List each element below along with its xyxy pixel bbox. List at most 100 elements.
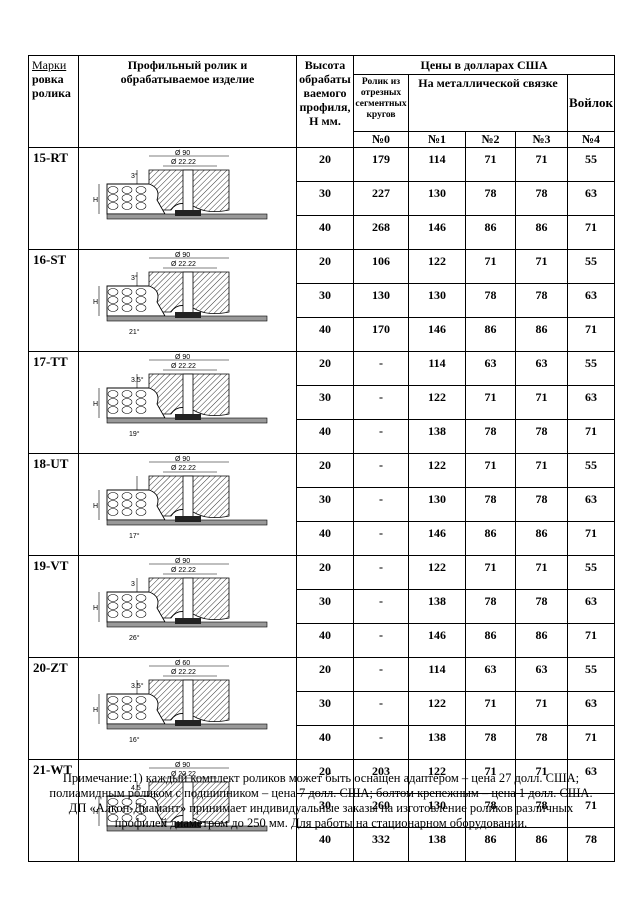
height-header-line: Н мм. bbox=[309, 114, 341, 128]
drawing-dim-h: H bbox=[93, 401, 98, 408]
price-n1: 114 bbox=[408, 351, 466, 386]
price-n4: 71 bbox=[566, 317, 616, 352]
mark-column-header: Марки ровка ролика bbox=[28, 55, 79, 148]
price-n1: 130 bbox=[408, 181, 466, 216]
price-n0: 332 bbox=[353, 827, 409, 862]
price-n1: 130 bbox=[408, 793, 466, 828]
segment-header-line: сегментных bbox=[355, 99, 407, 109]
price-n0: 260 bbox=[353, 793, 409, 828]
price-table-container: Марки ровка ролика Профильный ролик и об… bbox=[28, 55, 616, 862]
price-n4: 55 bbox=[566, 453, 616, 488]
price-n0: - bbox=[353, 555, 409, 590]
drawing-dim-top: Ø 90 bbox=[175, 354, 190, 361]
height-value: 20 bbox=[296, 453, 354, 488]
height-header-line: обрабаты bbox=[299, 72, 351, 86]
price-n2: 86 bbox=[465, 317, 516, 352]
felt-header: Войлок bbox=[566, 74, 616, 132]
height-value: 20 bbox=[296, 555, 354, 590]
price-n0: 130 bbox=[353, 283, 409, 318]
price-n3: 86 bbox=[515, 827, 568, 862]
roller-mark: 19-VT bbox=[28, 555, 79, 658]
drawing-dim-bore: Ø 22.22 bbox=[171, 669, 196, 676]
height-header-line: ваемого bbox=[303, 86, 347, 100]
price-n1: 114 bbox=[408, 657, 466, 692]
price-n2: 71 bbox=[465, 147, 516, 182]
drawing-dim-top: Ø 90 bbox=[175, 558, 190, 565]
profile-drawing: Ø 90Ø 22.223°H21° bbox=[93, 252, 268, 336]
price-n0: - bbox=[353, 419, 409, 454]
height-value: 20 bbox=[296, 759, 354, 794]
price-n4: 55 bbox=[566, 249, 616, 284]
drawing-dim-bottom: 21° bbox=[129, 328, 140, 336]
price-n1: 146 bbox=[408, 215, 466, 250]
height-value: 30 bbox=[296, 181, 354, 216]
n1-header: №1 bbox=[408, 131, 466, 148]
drawing-dim-h: H bbox=[93, 503, 98, 510]
drawing-dim-side: 3.5° bbox=[131, 682, 144, 690]
price-n2: 71 bbox=[465, 453, 516, 488]
profile-column-header: Профильный ролик и обрабатываемое издели… bbox=[78, 55, 297, 148]
height-value: 40 bbox=[296, 215, 354, 250]
price-n4: 55 bbox=[566, 657, 616, 692]
price-n3: 78 bbox=[515, 419, 568, 454]
price-n4: 55 bbox=[566, 351, 616, 386]
price-n1: 138 bbox=[408, 589, 466, 624]
roller-mark: 18-UT bbox=[28, 453, 79, 556]
price-n0: - bbox=[353, 453, 409, 488]
price-n3: 63 bbox=[515, 351, 568, 386]
drawing-dim-h: H bbox=[93, 197, 98, 204]
segment-roller-header: Ролик из отрезных сегментных кругов bbox=[353, 74, 409, 132]
price-n0: 106 bbox=[353, 249, 409, 284]
price-n1: 138 bbox=[408, 419, 466, 454]
n0-header: №0 bbox=[353, 131, 409, 148]
drawing-dim-bore: Ø 22.22 bbox=[171, 261, 196, 268]
mark-header-line: ровка bbox=[32, 72, 64, 86]
price-n2: 86 bbox=[465, 215, 516, 250]
roller-mark: 15-RT bbox=[28, 147, 79, 250]
drawing-dim-top: Ø 90 bbox=[175, 150, 190, 157]
drawing-dim-side: 3.5° bbox=[131, 376, 144, 384]
profile-drawing: Ø 60Ø 22.223.5°H16° bbox=[93, 660, 268, 744]
price-n1: 146 bbox=[408, 521, 466, 556]
price-n0: - bbox=[353, 623, 409, 658]
footnote: Примечание:1) каждый комплект роликов мо… bbox=[28, 771, 614, 831]
price-n3: 78 bbox=[515, 283, 568, 318]
price-n4: 71 bbox=[566, 521, 616, 556]
price-n4: 63 bbox=[566, 283, 616, 318]
price-n3: 78 bbox=[515, 487, 568, 522]
price-n4: 63 bbox=[566, 691, 616, 726]
price-n0: - bbox=[353, 725, 409, 760]
price-n3: 71 bbox=[515, 453, 568, 488]
price-n2: 86 bbox=[465, 521, 516, 556]
n3-header: №3 bbox=[515, 131, 568, 148]
drawing-dim-top: Ø 60 bbox=[175, 660, 190, 667]
price-n1: 146 bbox=[408, 623, 466, 658]
height-header-line: Высота bbox=[304, 58, 346, 72]
drawing-dim-h: H bbox=[93, 707, 98, 714]
price-n1: 146 bbox=[408, 317, 466, 352]
price-n3: 71 bbox=[515, 147, 568, 182]
price-n2: 63 bbox=[465, 657, 516, 692]
segment-header-line: кругов bbox=[366, 110, 396, 120]
footnote-line: ДП «Алкон-Диамант» принимает индивидуаль… bbox=[68, 801, 574, 815]
price-n2: 71 bbox=[465, 759, 516, 794]
n2-header: №2 bbox=[465, 131, 516, 148]
height-value: 40 bbox=[296, 419, 354, 454]
height-value: 30 bbox=[296, 385, 354, 420]
